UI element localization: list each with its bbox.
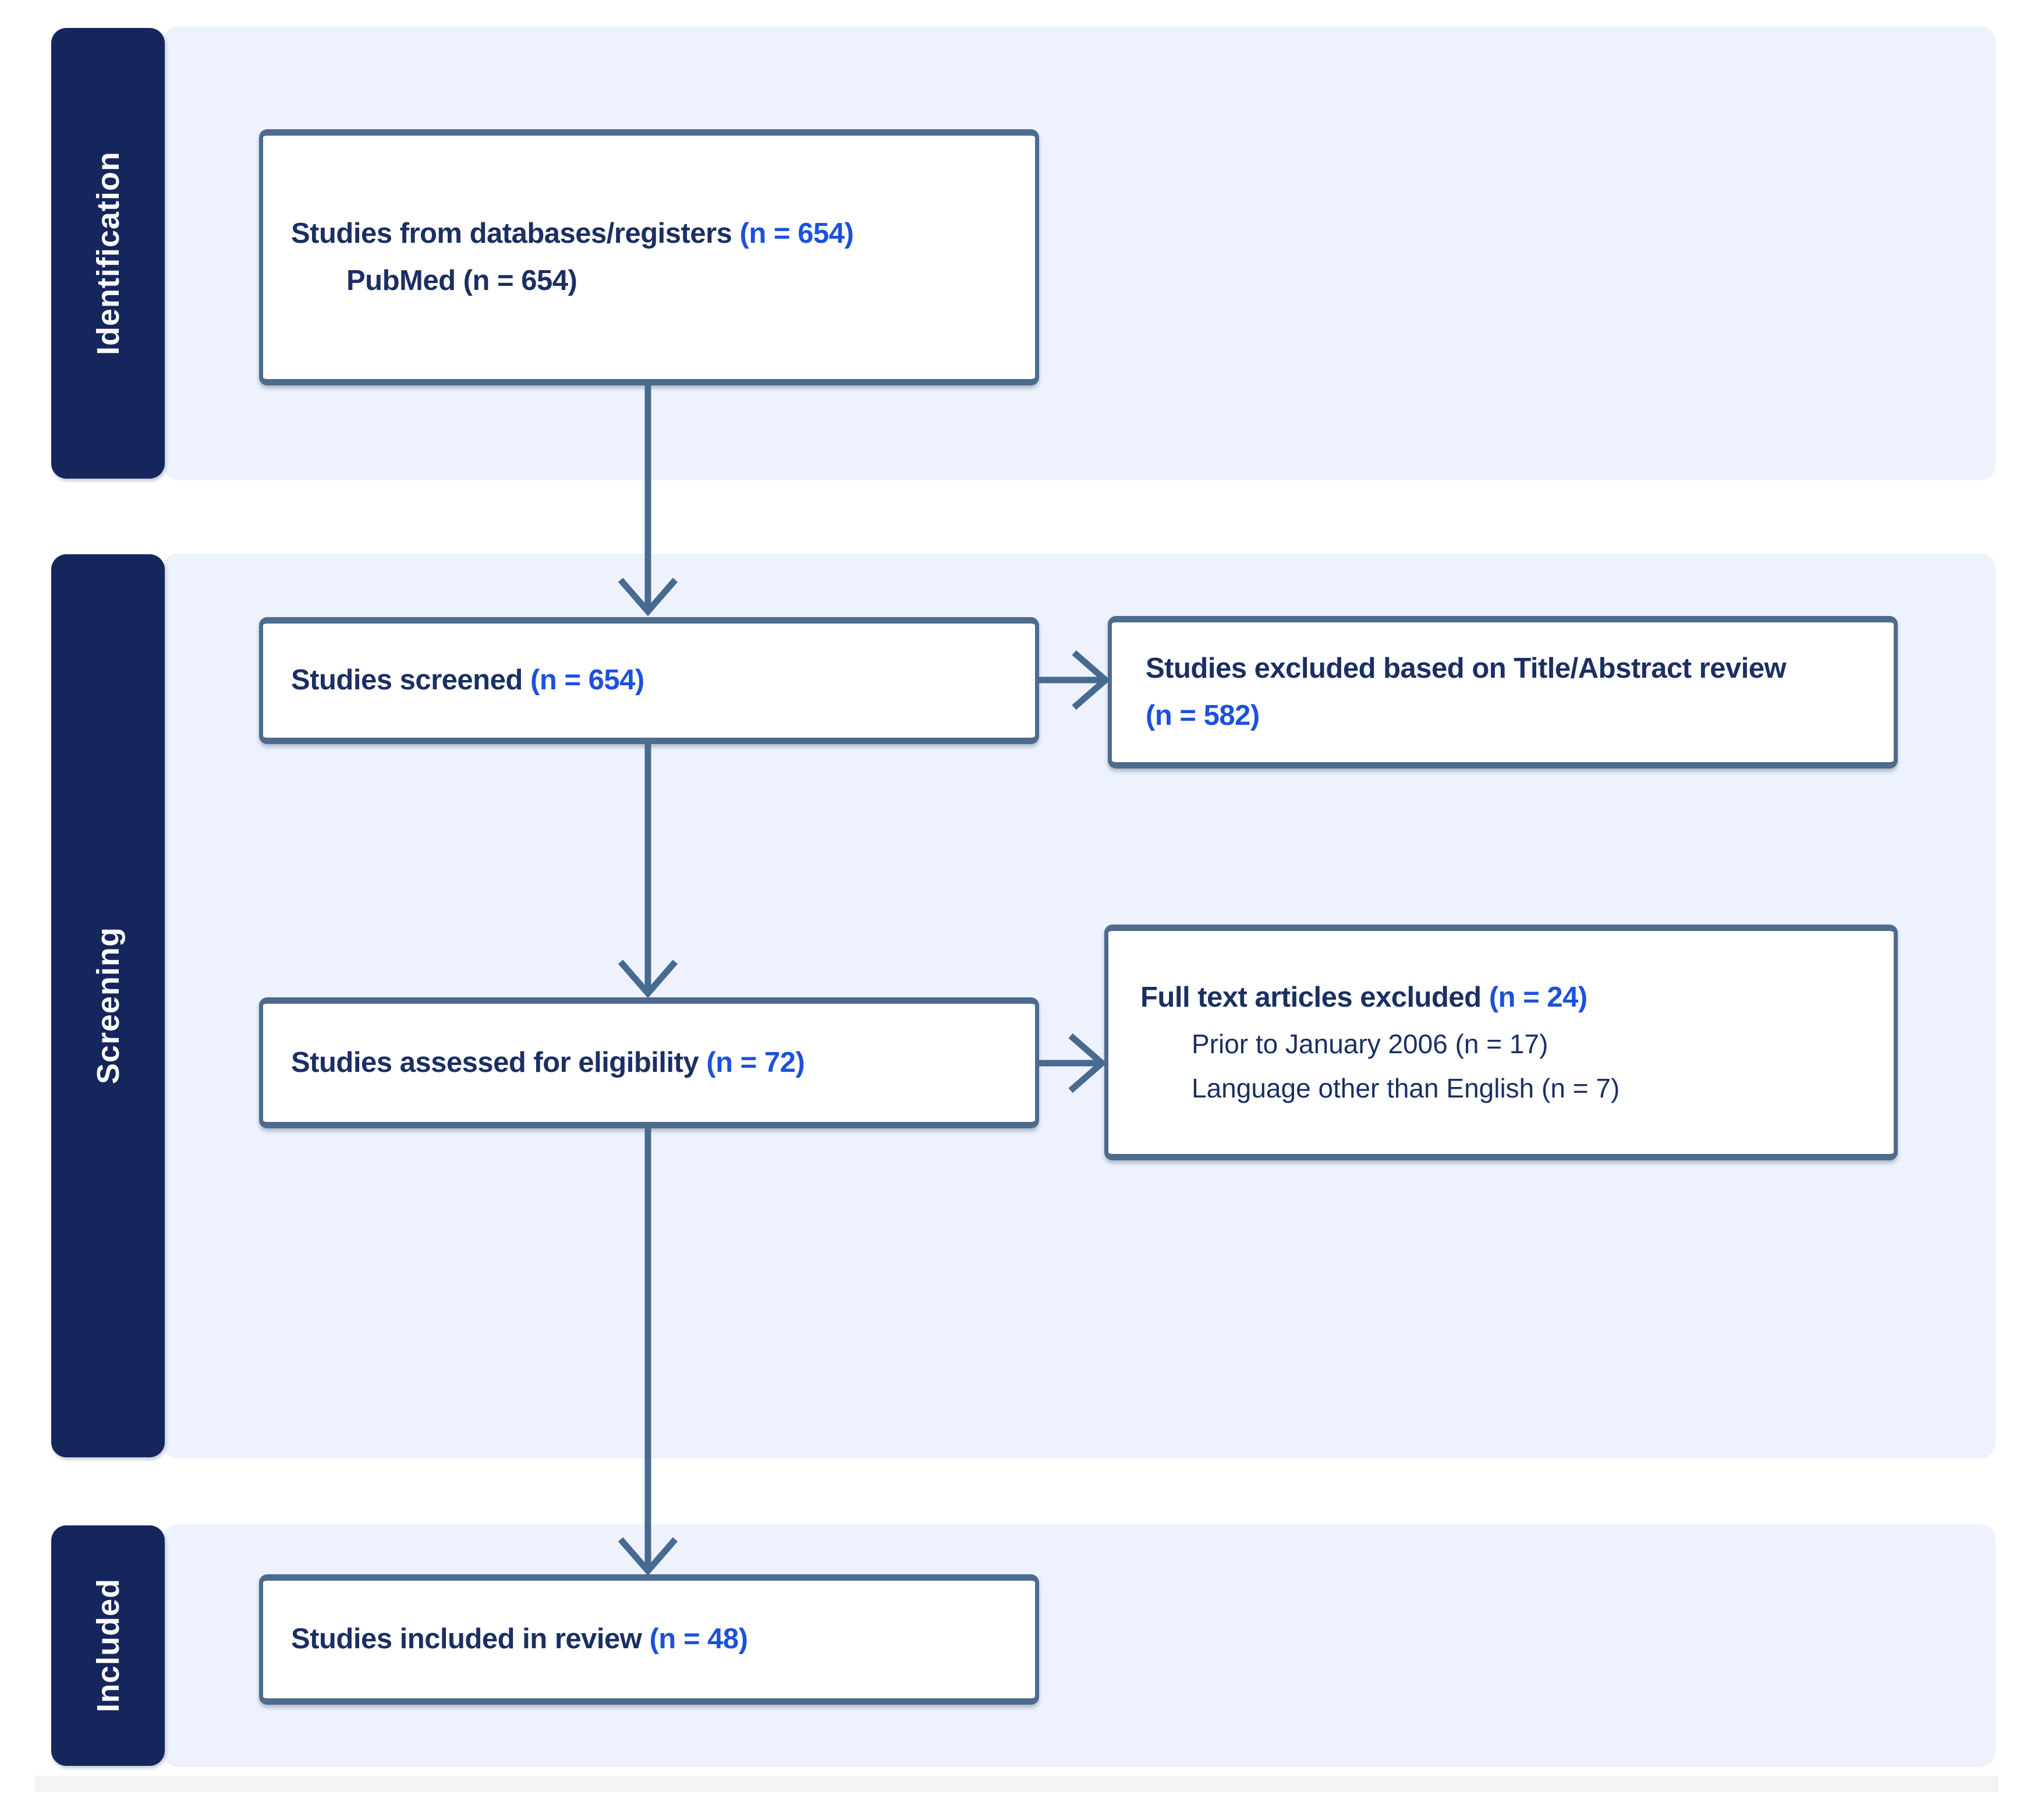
excluded-ft-line: Full text articles excluded(n = 24) <box>1140 974 1894 1021</box>
included-label: Studies included in review <box>291 1623 642 1655</box>
included-line: Studies included in review(n = 48) <box>291 1616 1035 1663</box>
excluded-ta-label: Studies excluded based on Title/Abstract… <box>1146 652 1787 684</box>
flow-box-excluded-fulltext: Full text articles excluded(n = 24) Prio… <box>1104 925 1898 1160</box>
stage-label-identification: Identification <box>51 28 165 479</box>
excluded-ft-label: Full text articles excluded <box>1140 982 1482 1014</box>
assessed-line: Studies assessed for eligibility(n = 72) <box>291 1039 1035 1086</box>
flow-box-databases: Studies from databases/registers(n = 654… <box>259 129 1039 385</box>
stage-label-screening-text: Screening <box>90 927 126 1085</box>
excluded-ta-count: (n = 582) <box>1146 700 1260 731</box>
stage-label-screening: Screening <box>51 554 165 1457</box>
excluded-ft-count: (n = 24) <box>1489 982 1587 1014</box>
flow-box-excluded-title-abstract: Studies excluded based on Title/Abstract… <box>1108 616 1898 769</box>
footer-strip <box>35 1776 1998 1792</box>
stage-label-included: Included <box>51 1525 165 1766</box>
flow-box-included: Studies included in review(n = 48) <box>259 1574 1039 1705</box>
flow-box-assessed: Studies assessed for eligibility(n = 72) <box>259 997 1039 1128</box>
databases-line: Studies from databases/registers(n = 654… <box>291 210 1035 257</box>
screened-line: Studies screened(n = 654) <box>291 657 1035 704</box>
flow-box-screened: Studies screened(n = 654) <box>259 617 1039 744</box>
stage-label-included-text: Included <box>90 1578 126 1713</box>
databases-count: (n = 654) <box>739 217 854 249</box>
assessed-count: (n = 72) <box>706 1046 805 1078</box>
databases-label: Studies from databases/registers <box>291 217 732 249</box>
excluded-ft-subline-1: Prior to January 2006 (n = 17) <box>1192 1028 1548 1059</box>
screened-count: (n = 654) <box>530 664 644 696</box>
databases-subline: PubMed (n = 654) <box>346 265 577 296</box>
included-count: (n = 48) <box>649 1623 748 1655</box>
screened-label: Studies screened <box>291 664 523 696</box>
excluded-ft-subline-2: Language other than English (n = 7) <box>1192 1073 1620 1104</box>
assessed-label: Studies assessed for eligibility <box>291 1046 699 1078</box>
stage-label-identification-text: Identification <box>90 151 126 355</box>
